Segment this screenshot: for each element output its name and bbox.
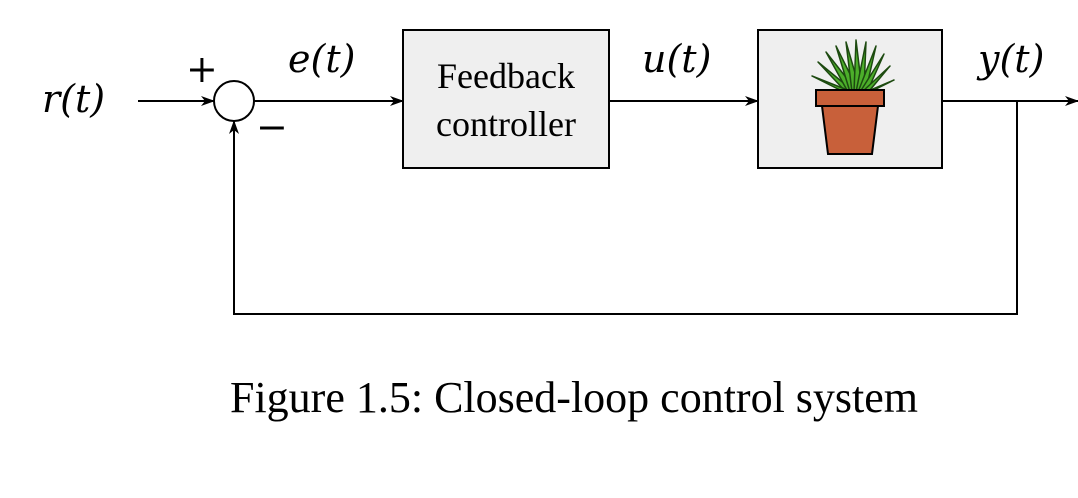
minus-sign: − — [256, 105, 288, 149]
feedback-controller-block — [402, 29, 610, 169]
plus-sign: + — [186, 47, 218, 91]
control-signal-label: u(t) — [642, 37, 711, 81]
figure-caption: Figure 1.5: Closed-loop control system — [230, 373, 918, 422]
output-signal-label: y(t) — [976, 37, 1044, 81]
summing-junction — [213, 80, 255, 122]
controller-label-line2: controller — [436, 104, 576, 144]
error-signal-label: e(t) — [288, 37, 355, 81]
reference-signal-label: r(t) — [42, 77, 105, 121]
potted-plant-icon — [811, 39, 895, 155]
feedback-path — [229, 101, 1018, 315]
controller-label-line1: Feedback — [437, 56, 575, 96]
